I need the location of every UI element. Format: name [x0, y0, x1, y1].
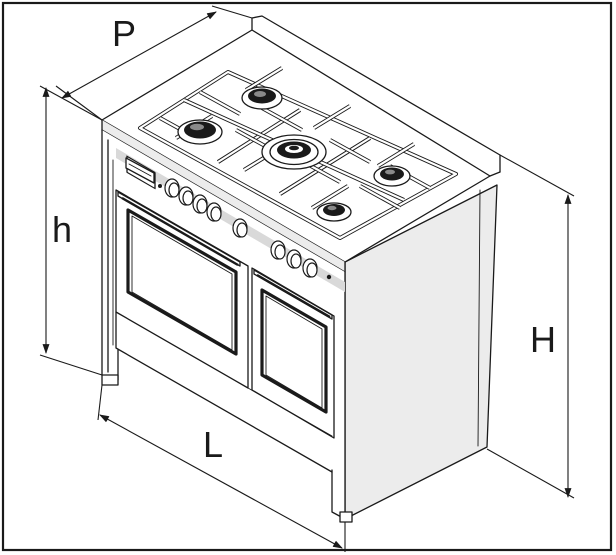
depth-label: P — [112, 13, 136, 54]
splashback — [252, 16, 500, 176]
total-height-label: H — [530, 319, 556, 360]
burner-front-right — [316, 202, 352, 222]
gas-burners — [177, 86, 411, 222]
burner-front-left — [177, 119, 223, 145]
burner-center-wok — [261, 134, 327, 170]
burner-rear-left — [241, 86, 283, 110]
dimension-lines — [39, 5, 575, 552]
depth-dimension-line — [61, 11, 217, 99]
range-cooker-illustration — [101, 15, 501, 523]
length-label: L — [203, 424, 223, 465]
burner-rear-right — [373, 165, 411, 187]
hob-height-label: h — [52, 209, 72, 250]
control-knobs — [164, 178, 332, 280]
length-dimension-line — [99, 414, 343, 549]
right-oven-door — [251, 267, 335, 439]
side-panel — [345, 185, 497, 519]
